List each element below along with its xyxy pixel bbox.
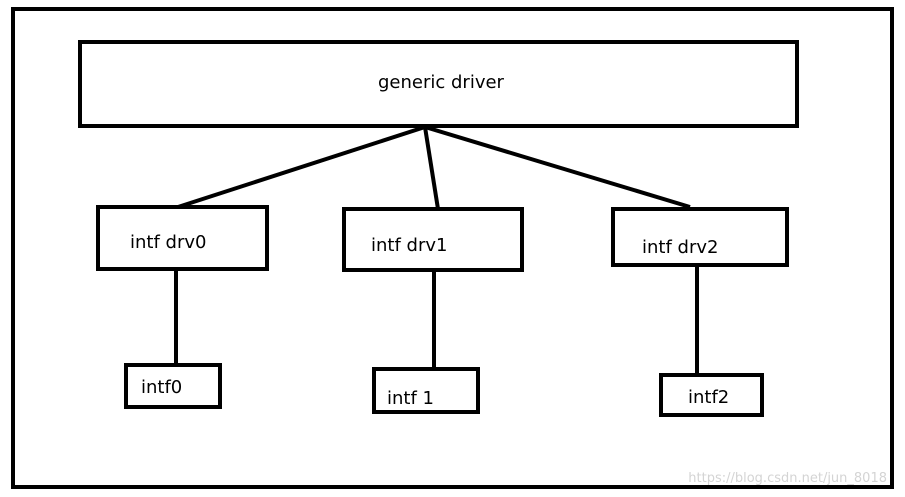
intf-drv1-label: intf drv1	[371, 235, 447, 256]
intf-drv0-node: intf drv0	[96, 205, 269, 271]
intf2-box	[659, 373, 764, 417]
connector-root-drv0	[177, 125, 426, 209]
intf-drv0-box	[96, 205, 269, 271]
intf1-node: intf 1	[372, 367, 480, 414]
intf0-box	[124, 363, 222, 409]
intf0-label: intf0	[141, 377, 182, 398]
intf-drv2-label: intf drv2	[642, 237, 718, 258]
intf-drv1-node: intf drv1	[342, 207, 524, 272]
intf-drv1-box	[342, 207, 524, 272]
intf0-node: intf0	[124, 363, 222, 409]
intf-drv2-node: intf drv2	[611, 207, 789, 267]
intf1-label: intf 1	[387, 388, 434, 409]
generic-driver-node: generic driver	[78, 40, 799, 128]
outer-frame	[11, 7, 894, 489]
connector-root-drv1	[423, 126, 440, 210]
intf-drv0-label: intf drv0	[130, 232, 206, 253]
intf2-label: intf2	[688, 387, 729, 408]
intf2-node: intf2	[659, 373, 764, 417]
intf-drv2-box	[611, 207, 789, 267]
generic-driver-box	[78, 40, 799, 128]
generic-driver-label: generic driver	[378, 72, 505, 93]
watermark-text: https://blog.csdn.net/jun_8018	[688, 471, 887, 486]
connector-root-drv2	[424, 125, 691, 209]
intf1-box	[372, 367, 480, 414]
